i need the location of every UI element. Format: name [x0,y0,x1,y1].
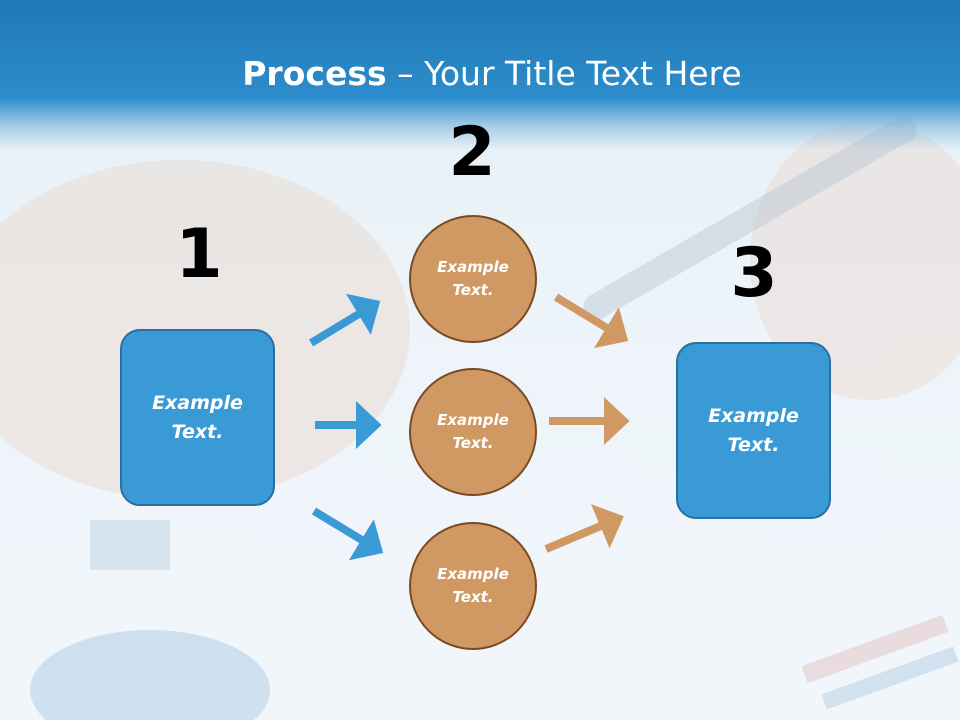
arrow-circle-bottom-to-end [544,504,624,553]
title-bold: Process [242,54,387,93]
circle-top-text: Example Text. [437,258,509,299]
circle-bottom: Example Text. [409,522,537,650]
circle-middle: Example Text. [409,368,537,496]
step-number-2: 2 [448,113,496,192]
arrow-circle-top-to-end [553,293,629,349]
title-rest: – Your Title Text Here [386,54,742,93]
step-number-3: 3 [730,234,778,313]
circle-bottom-text: Example Text. [437,565,509,606]
step-number-1: 1 [175,215,223,294]
end-box: Example Text. [676,342,831,519]
start-box: Example Text. [120,329,275,506]
arrow-start-to-circle-top [308,293,381,347]
arrow-start-to-circle-bottom [311,507,384,561]
end-box-text: Example Text. [708,404,799,456]
circle-top: Example Text. [409,215,537,343]
start-box-text: Example Text. [152,391,243,443]
circle-middle-text: Example Text. [437,411,509,452]
slide-title: Process – Your Title Text Here [0,52,960,96]
title-bar [0,0,960,150]
